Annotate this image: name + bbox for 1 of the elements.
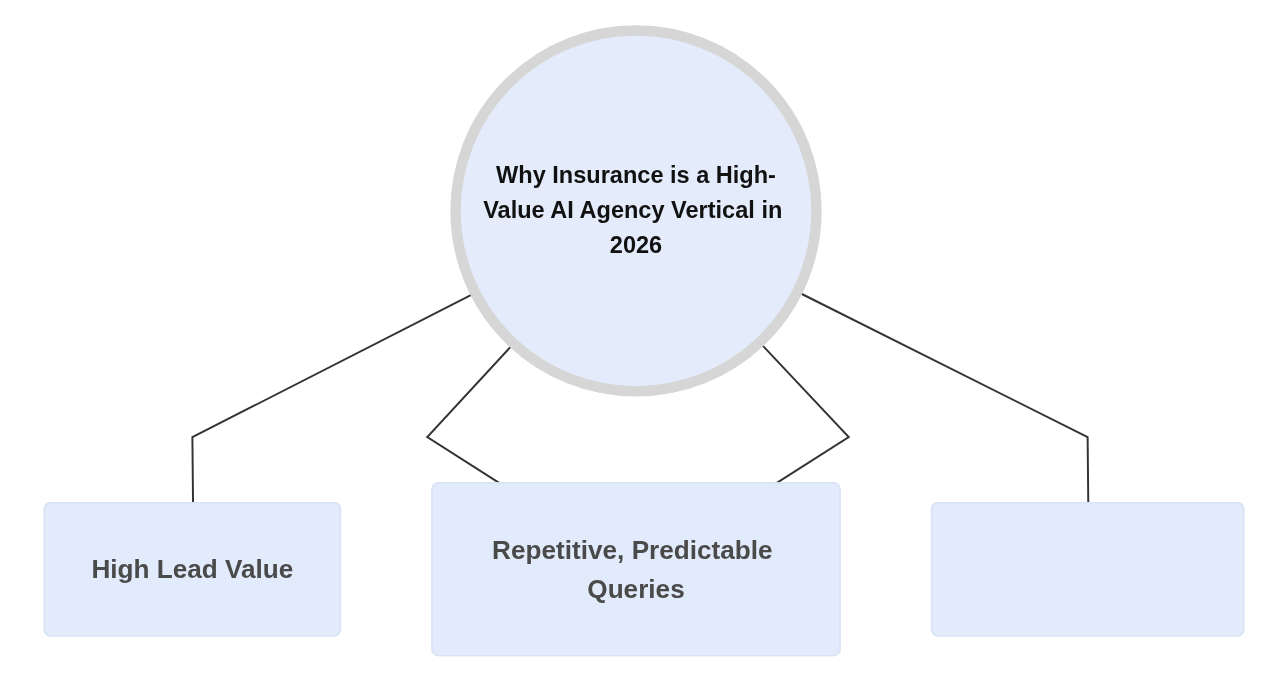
node-circle: Why Insurance is a High-Value AI Agency Vertical in 2026	[450, 25, 822, 397]
